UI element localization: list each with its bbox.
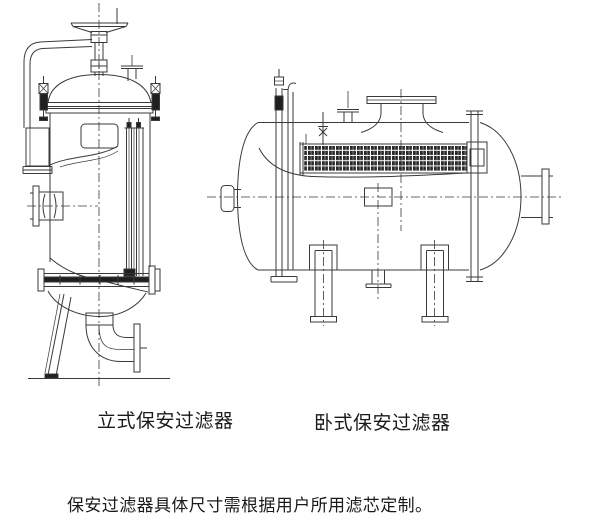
- saddle-left: [309, 244, 338, 323]
- filter-element-bundle: [299, 134, 488, 175]
- saddle-right: [420, 244, 449, 323]
- vertical-filter-label: 立式保安过滤器: [97, 411, 234, 432]
- top-vent-nozzle: [337, 91, 359, 123]
- left-head: [236, 122, 259, 271]
- left-stub-nozzle: [220, 185, 241, 212]
- girth-flange-right: [466, 110, 483, 282]
- davit-rod-assembly: [270, 69, 298, 283]
- support-legs: [44, 293, 72, 379]
- swing-bolt-right: [150, 76, 161, 121]
- right-head: [479, 122, 522, 271]
- handwheel: [70, 8, 129, 43]
- standpipe: [22, 39, 93, 174]
- swing-bolt-left: [38, 76, 49, 121]
- internal-guide-curve: [258, 147, 468, 178]
- coupling-cross: [318, 112, 328, 145]
- lower-flange-joint: [37, 265, 161, 295]
- drain-nozzle: [365, 270, 392, 288]
- manhole-nozzle: [360, 96, 444, 133]
- horizontal-filter-drawing: [207, 69, 562, 326]
- vent-stub: [121, 55, 143, 81]
- valve-stem: [90, 42, 108, 76]
- outlet-elbow: [85, 312, 147, 373]
- bottom-head: [47, 290, 147, 318]
- horizontal-filter-label: 卧式保安过滤器: [314, 413, 451, 434]
- internal-baffle: [49, 123, 149, 293]
- right-side-nozzle: [521, 168, 553, 225]
- side-nozzle: [27, 185, 98, 227]
- dome-head: [47, 73, 152, 104]
- vertical-filter-drawing: [22, 3, 170, 388]
- center-plate: [364, 187, 393, 207]
- filter-cartridge: [123, 118, 144, 277]
- body-flange: [45, 102, 154, 114]
- figure-caption: 保安过滤器具体尺寸需根据用户所用滤芯定制。: [67, 496, 433, 515]
